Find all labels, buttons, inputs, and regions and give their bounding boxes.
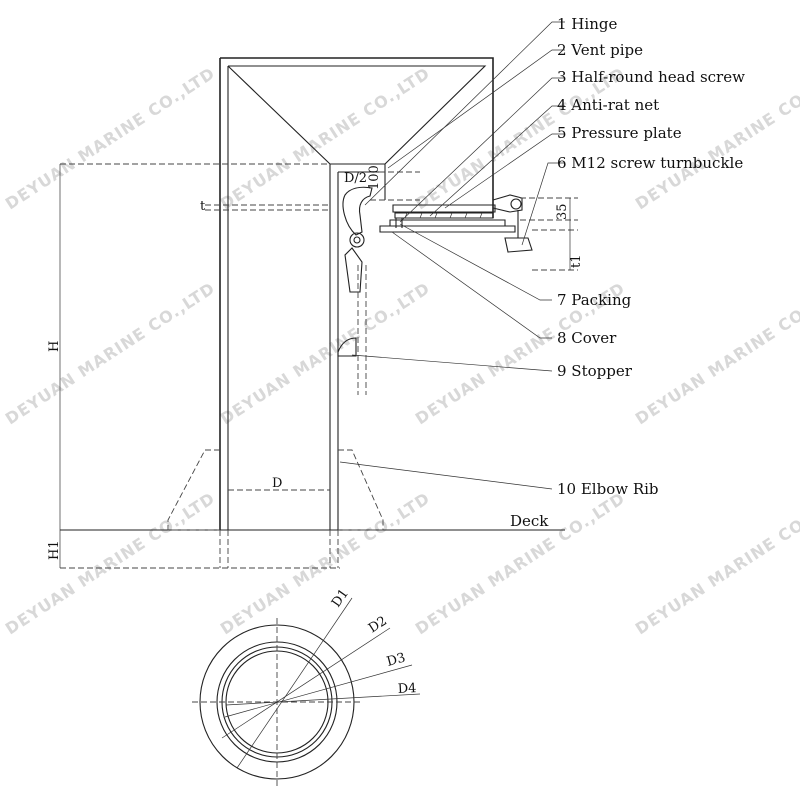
vent-elevation xyxy=(59,57,565,569)
label-cover: 8 Cover xyxy=(557,329,617,347)
label-stopper: 9 Stopper xyxy=(557,362,633,380)
turnbuckle-nut xyxy=(504,237,533,253)
watermark: DEYUAN MARINE CO.,LTD xyxy=(217,488,434,638)
dim100-lines xyxy=(370,171,420,201)
leader-6 xyxy=(521,162,565,246)
pressure-plate xyxy=(392,204,496,213)
dim-d2: D2 xyxy=(366,614,390,637)
stopper-dashed xyxy=(357,265,367,395)
dim-d1: D1 xyxy=(329,586,352,610)
opening-box xyxy=(329,163,385,530)
plan-view: D1 D2 D3 D4 xyxy=(192,586,421,786)
hood-diagonals xyxy=(227,65,487,165)
dim-h1: H1 xyxy=(47,540,62,560)
elbow-rib-left xyxy=(167,449,220,531)
label-turnbuckle: 6 M12 screw turnbuckle xyxy=(557,154,743,172)
watermark: DEYUAN MARINE CO.,LTD xyxy=(217,278,434,428)
leader-8 xyxy=(391,231,552,339)
watermark: DEYUAN MARINE CO.,LTD xyxy=(632,278,800,428)
d2-leader xyxy=(221,627,391,739)
elbow-rib-right xyxy=(338,449,384,531)
cover-assembly xyxy=(337,171,578,395)
watermark: DEYUAN MARINE CO.,LTD xyxy=(412,488,629,638)
stopper xyxy=(337,337,357,357)
leader-2 xyxy=(387,49,565,169)
leader-1 xyxy=(364,21,565,206)
pipe-below-deck xyxy=(219,530,339,568)
part-labels: 1 Hinge 2 Vent pipe 3 Half-round head sc… xyxy=(557,15,745,498)
dim-35: 35 xyxy=(555,203,570,220)
dim-t: t xyxy=(200,199,206,214)
watermark: DEYUAN MARINE CO.,LTD xyxy=(632,488,800,638)
dim-100: 100 xyxy=(367,165,382,190)
hinge-pin-inner xyxy=(353,236,361,244)
leader-lines xyxy=(339,21,565,490)
dim-t1: t1 xyxy=(569,255,584,269)
dimension-labels: D/2 100 t 35 t1 H D H1 Deck xyxy=(47,165,584,560)
turnbuckle-pivot xyxy=(510,198,522,210)
leader-10 xyxy=(339,461,553,490)
leader-4 xyxy=(429,105,565,217)
cover-flap xyxy=(344,247,363,293)
label-pressure-plate: 5 Pressure plate xyxy=(557,124,682,142)
label-half-round-screw: 3 Half-round head screw xyxy=(557,68,745,86)
t-line xyxy=(205,204,330,211)
leader-5 xyxy=(444,133,565,209)
dim-h: H xyxy=(47,341,62,352)
watermark: DEYUAN MARINE CO.,LTD xyxy=(2,278,219,428)
dim-d: D xyxy=(272,476,282,491)
watermark: DEYUAN MARINE CO.,LTD xyxy=(2,63,219,213)
hinge xyxy=(342,186,373,236)
watermark-layer: DEYUAN MARINE CO.,LTD DEYUAN MARINE CO.,… xyxy=(2,63,800,638)
dim-d4: D4 xyxy=(397,681,416,697)
d1-leader xyxy=(236,597,353,769)
watermark: DEYUAN MARINE CO.,LTD xyxy=(2,488,219,638)
dim-d3: D3 xyxy=(385,651,407,670)
label-packing: 7 Packing xyxy=(557,291,632,309)
cover-plate xyxy=(379,225,516,233)
label-anti-rat-net: 4 Anti-rat net xyxy=(557,96,659,114)
pipe-outer xyxy=(219,57,494,530)
turnbuckle-arm xyxy=(492,194,523,213)
deck-label: Deck xyxy=(510,512,549,530)
hinge-pin xyxy=(349,232,365,248)
leader-3 xyxy=(399,77,565,223)
leader-7 xyxy=(399,223,552,301)
packing xyxy=(389,219,506,227)
net-lines xyxy=(404,212,483,219)
leader-9 xyxy=(351,354,553,372)
label-elbow-rib: 10 Elbow Rib xyxy=(557,480,659,498)
dim-d-half: D/2 xyxy=(344,171,367,186)
label-hinge: 1 Hinge xyxy=(557,15,617,33)
d4-leader xyxy=(225,693,421,706)
label-vent-pipe: 2 Vent pipe xyxy=(557,41,643,59)
d3-leader xyxy=(224,664,413,718)
anti-rat-net xyxy=(394,212,494,219)
